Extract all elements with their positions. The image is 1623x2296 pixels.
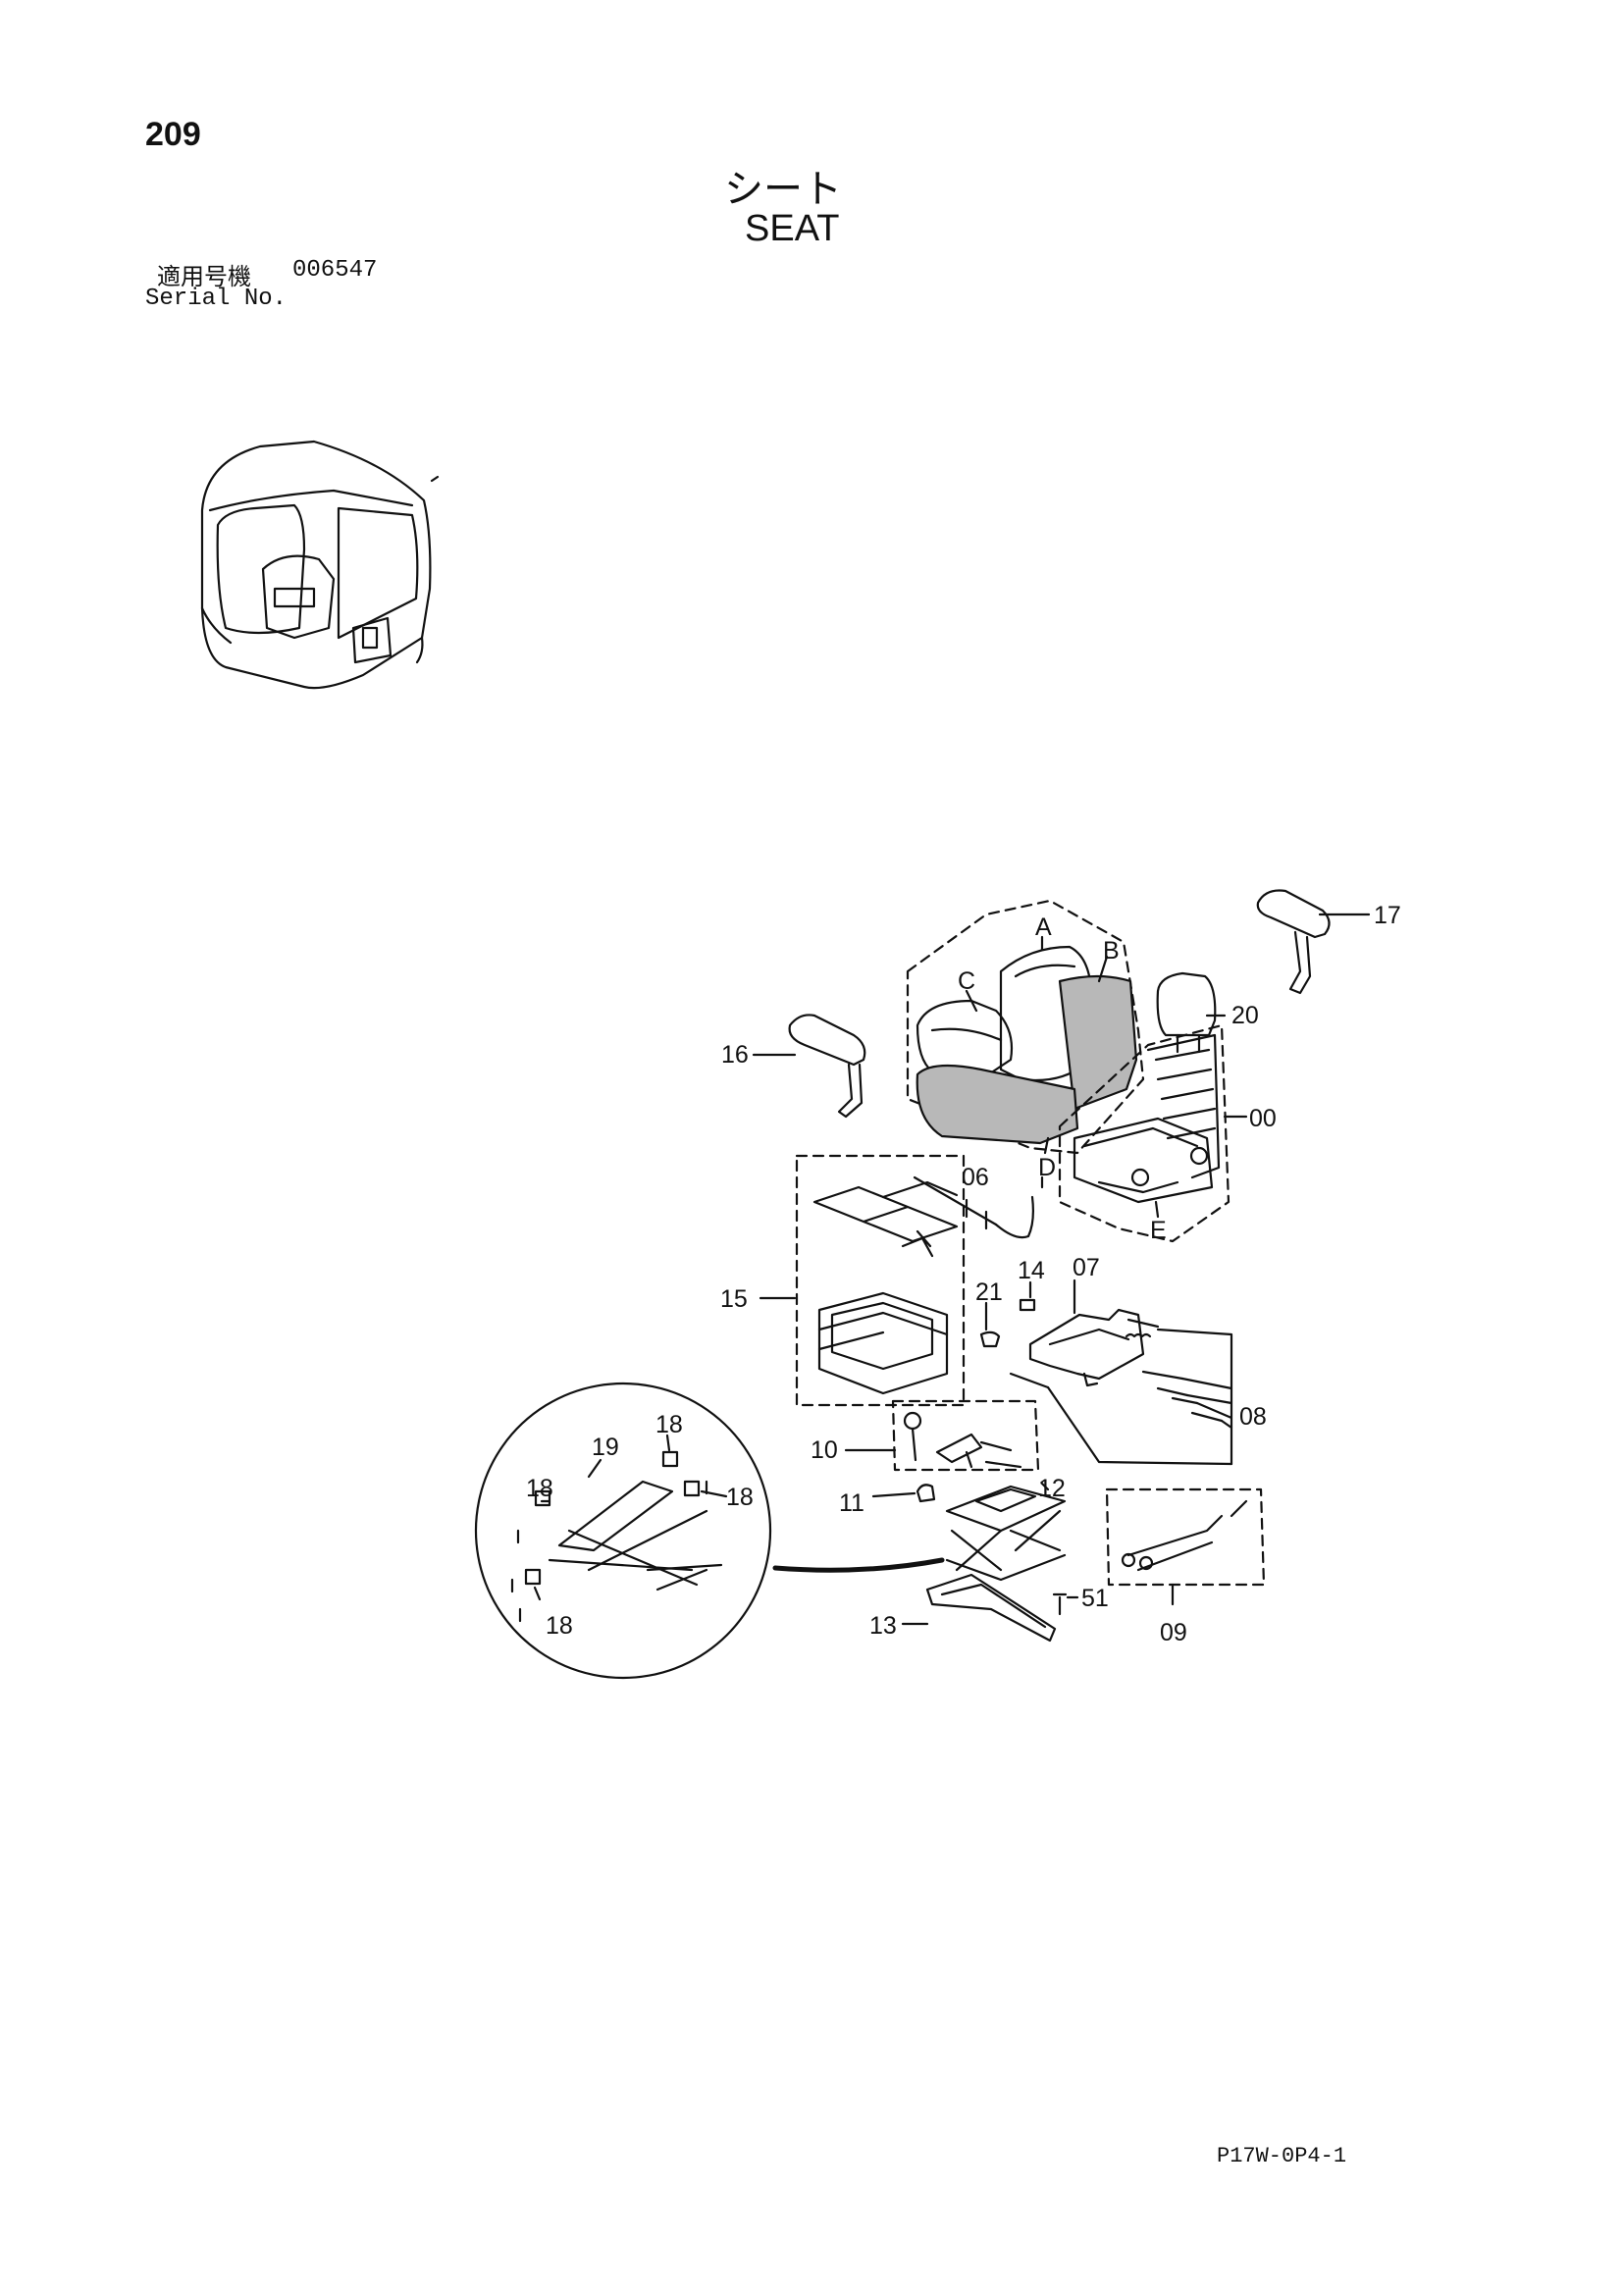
detail-view-pointer xyxy=(772,1557,945,1573)
lever-parts xyxy=(903,1411,1022,1469)
callout-D: D xyxy=(1038,1154,1056,1181)
cab-thumbnail xyxy=(200,440,440,690)
callout-00: 00 xyxy=(1249,1105,1277,1132)
detail-view-circle xyxy=(474,1382,772,1680)
page-title-japanese: シート xyxy=(724,167,842,212)
release-cable xyxy=(913,1175,1034,1239)
lever-group-boundary xyxy=(891,1399,1040,1472)
callout-19: 19 xyxy=(592,1434,619,1461)
callout-18: 18 xyxy=(546,1612,573,1640)
serial-label-japanese: 適用号機 xyxy=(157,263,251,290)
page-code: P17W-0P4-1 xyxy=(1217,2144,1347,2168)
shock-absorber xyxy=(1121,1499,1248,1572)
callout-20: 20 xyxy=(1231,1002,1259,1029)
armrest-right xyxy=(1256,889,1331,995)
callout-06: 06 xyxy=(962,1164,989,1191)
serial-label: Serial No. xyxy=(145,286,288,312)
callout-09: 09 xyxy=(1160,1619,1187,1646)
callout-17: 17 xyxy=(1374,902,1401,929)
slide-rail-group-boundary xyxy=(795,1154,966,1407)
callout-B: B xyxy=(1103,937,1120,965)
callout-E: E xyxy=(1150,1217,1167,1244)
seat-frame-group-boundary xyxy=(1058,1023,1230,1243)
seat-suspension xyxy=(916,1484,1067,1582)
callout-18: 18 xyxy=(655,1411,683,1438)
bolt-51 xyxy=(1052,1592,1068,1616)
bushings xyxy=(510,1450,708,1623)
page-title: SEAT xyxy=(745,208,840,249)
springs xyxy=(1009,1318,1224,1423)
callout-11: 11 xyxy=(839,1489,864,1517)
callout-18: 18 xyxy=(526,1475,553,1502)
callout-10: 10 xyxy=(811,1436,838,1464)
callout-51: 51 xyxy=(1081,1585,1109,1612)
callout-C: C xyxy=(958,967,975,995)
page-number: 209 xyxy=(145,116,201,153)
callout-leaders xyxy=(533,913,1371,1626)
callout-13: 13 xyxy=(869,1612,897,1640)
seat-cushion-set xyxy=(916,945,1138,1145)
armrest-left xyxy=(788,1014,866,1119)
callout-15: 15 xyxy=(720,1285,748,1313)
seat-frame xyxy=(1073,1033,1221,1204)
callout-21: 21 xyxy=(975,1278,1003,1306)
callout-14: 14 xyxy=(1018,1257,1045,1284)
headrest xyxy=(1156,971,1217,1054)
slide-rails xyxy=(812,1180,959,1395)
callout-A: A xyxy=(1035,913,1052,941)
callout-12: 12 xyxy=(1038,1475,1066,1502)
scissor-mechanism xyxy=(548,1480,723,1592)
callout-16: 16 xyxy=(721,1041,749,1069)
serial-number-value: 006547 xyxy=(292,257,378,284)
adjust-handle xyxy=(925,1573,1057,1643)
mounting-bracket xyxy=(979,1298,1145,1387)
callout-08-leaders xyxy=(1046,1328,1233,1466)
callout-07: 07 xyxy=(1073,1254,1100,1281)
callout-08: 08 xyxy=(1239,1403,1267,1431)
callout-18: 18 xyxy=(726,1484,754,1511)
shock-absorber-group-boundary xyxy=(1105,1487,1266,1587)
seat-cushion-group-boundary xyxy=(906,899,1145,1155)
